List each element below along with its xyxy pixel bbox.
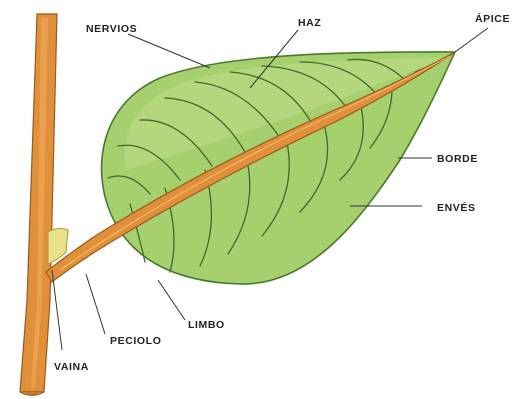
label-peciolo: PECIOLO <box>110 335 161 347</box>
label-nervios: NERVIOS <box>86 23 137 35</box>
label-haz: HAZ <box>298 17 321 29</box>
label-vaina: VAINA <box>54 361 89 373</box>
label-enves: ENVÉS <box>437 201 476 214</box>
leader-nervios <box>128 34 210 68</box>
label-apice: ÁPICE <box>475 12 510 25</box>
leader-peciolo <box>86 274 105 334</box>
leader-vaina <box>52 270 62 350</box>
label-limbo: LIMBO <box>188 319 225 331</box>
label-borde: BORDE <box>437 153 478 165</box>
stem <box>20 14 57 396</box>
leader-limbo <box>158 280 185 320</box>
leader-apice <box>455 28 488 52</box>
